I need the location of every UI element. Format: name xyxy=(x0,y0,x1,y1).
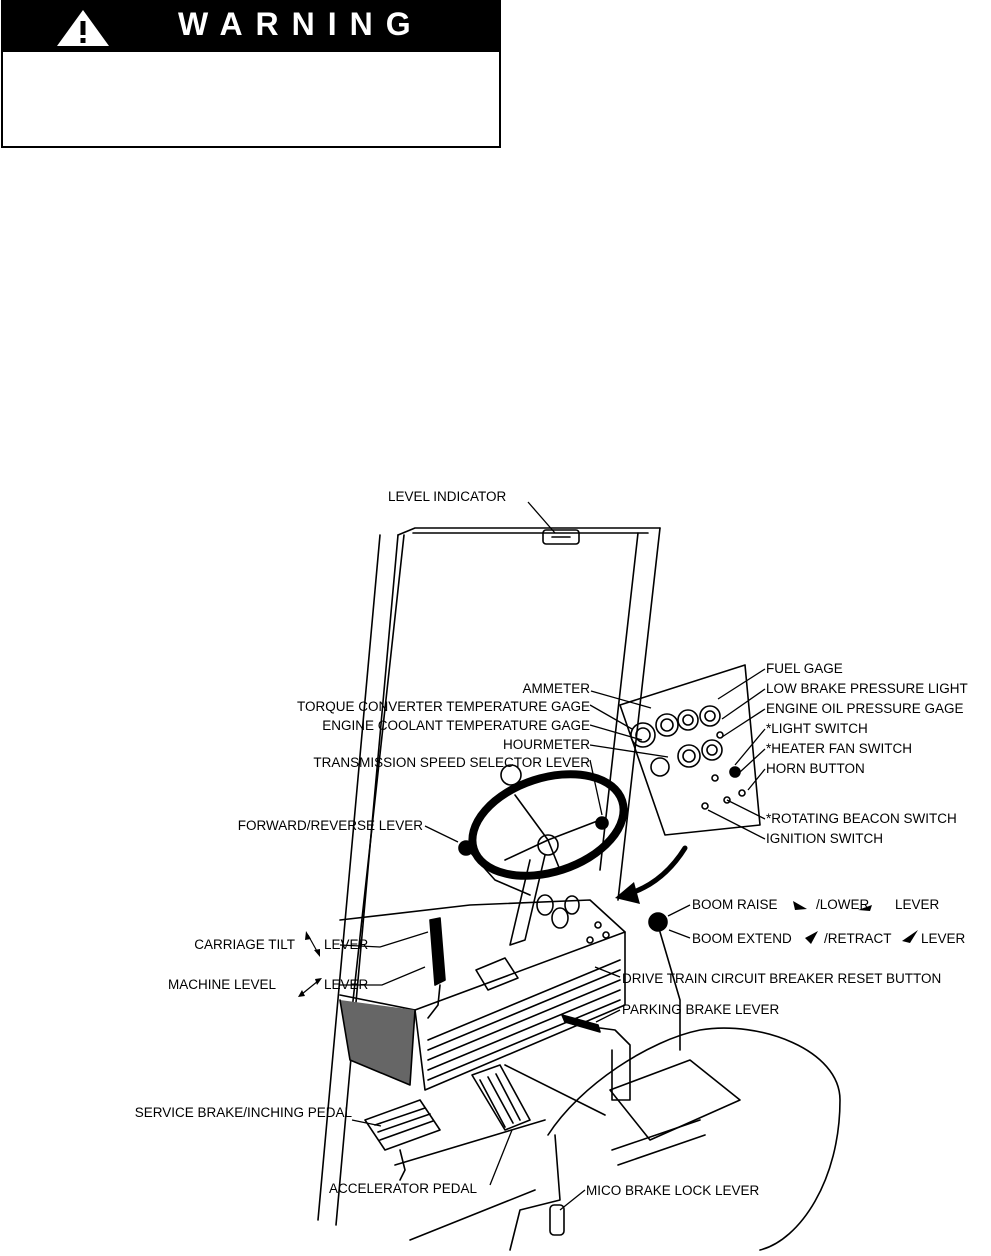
direction-arrows xyxy=(298,901,918,997)
label-boom-raise-lever: LEVER xyxy=(895,897,940,912)
label-torque-converter-temperature-gage: TORQUE CONVERTER TEMPERATURE GAGE xyxy=(297,699,590,714)
boom-lower-arrow-icon xyxy=(858,905,872,911)
label-transmission-speed-selector-lever: TRANSMISSION SPEED SELECTOR LEVER xyxy=(313,755,590,770)
label-service-brake-inching-pedal: SERVICE BRAKE/INCHING PEDAL xyxy=(135,1105,353,1120)
label-engine-oil-pressure-gage: ENGINE OIL PRESSURE GAGE xyxy=(766,701,964,716)
label-machine-level-lever: LEVER xyxy=(324,977,369,992)
warning-box: WARNING xyxy=(1,0,501,148)
label-carriage-tilt-lever: LEVER xyxy=(324,937,369,952)
label-ignition-switch: IGNITION SWITCH xyxy=(766,831,883,846)
label-carriage-tilt: CARRIAGE TILT xyxy=(194,937,295,952)
label-level-indicator: LEVEL INDICATOR xyxy=(388,489,507,504)
label-machine-level: MACHINE LEVEL xyxy=(168,977,277,992)
boom-retract-arrow-icon xyxy=(902,930,918,943)
leader-lines xyxy=(339,501,766,1211)
label-horn-button: HORN BUTTON xyxy=(766,761,865,776)
label-engine-coolant-temperature-gage: ENGINE COOLANT TEMPERATURE GAGE xyxy=(322,718,590,733)
label-rotating-beacon-switch: *ROTATING BEACON SWITCH xyxy=(766,811,957,826)
label-low-brake-pressure-light: LOW BRAKE PRESSURE LIGHT xyxy=(766,681,968,696)
label-heater-fan-switch: *HEATER FAN SWITCH xyxy=(766,741,912,756)
label-boom-extend: BOOM EXTEND xyxy=(692,931,792,946)
warning-title: WARNING xyxy=(178,6,424,42)
label-boom-lower: /LOWER xyxy=(816,897,870,912)
cab-line-art xyxy=(317,527,841,1251)
label-drive-train-circuit-breaker-reset-button: DRIVE TRAIN CIRCUIT BREAKER RESET BUTTON xyxy=(622,971,941,986)
label-mico-brake-lock-lever: MICO BRAKE LOCK LEVER xyxy=(586,1183,760,1198)
label-boom-raise: BOOM RAISE xyxy=(692,897,778,912)
boom-extend-arrow-icon xyxy=(805,931,818,944)
label-fuel-gage: FUEL GAGE xyxy=(766,661,843,676)
diagram-labels: LEVEL INDICATOR FUEL GAGE AMMETER LOW BR… xyxy=(135,489,968,1198)
warning-triangle-icon xyxy=(57,10,109,46)
boom-raise-arrow-icon xyxy=(793,901,807,910)
warning-header: WARNING xyxy=(3,2,499,52)
label-parking-brake-lever: PARKING BRAKE LEVER xyxy=(622,1002,780,1017)
label-boom-extend-lever: LEVER xyxy=(921,931,966,946)
label-forward-reverse-lever: FORWARD/REVERSE LEVER xyxy=(238,818,424,833)
label-hourmeter: HOURMETER xyxy=(503,737,590,752)
label-ammeter: AMMETER xyxy=(523,681,591,696)
label-light-switch: *LIGHT SWITCH xyxy=(766,721,868,736)
label-boom-retract: /RETRACT xyxy=(824,931,892,946)
label-accelerator-pedal: ACCELERATOR PEDAL xyxy=(329,1181,478,1196)
